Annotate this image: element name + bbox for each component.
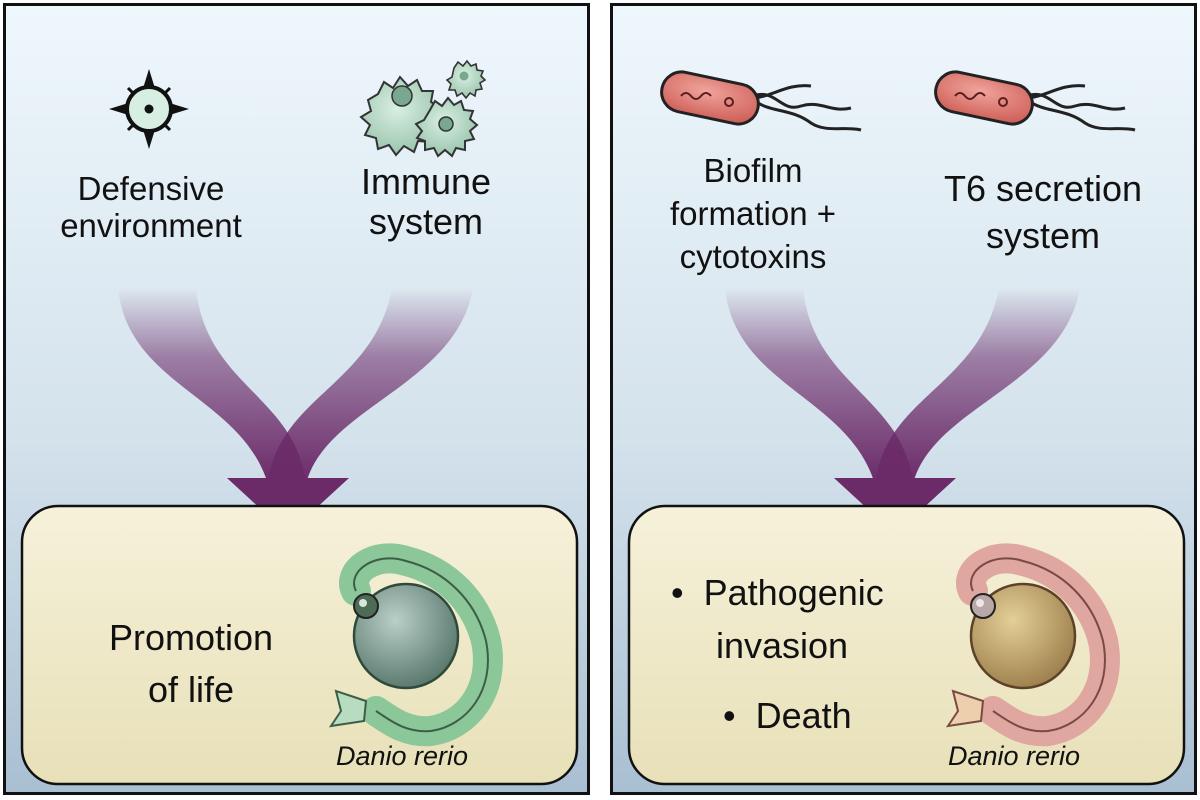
bullet-marker: •: [671, 572, 684, 613]
panel-background: [613, 6, 1194, 792]
bacterium-icon: [660, 70, 862, 132]
label-line: system: [985, 214, 1100, 256]
outcome-line: of life: [147, 669, 235, 711]
label-line: Defensive: [77, 170, 225, 207]
label-line: environment: [60, 206, 242, 244]
t6-secretion-label: T6 secretion system: [918, 166, 1168, 260]
zebrafish-larva-illustration: [328, 543, 503, 747]
immune-cells-icon: [359, 59, 487, 158]
panel-background: [6, 6, 587, 792]
outcome-line: invasion: [716, 625, 849, 666]
species-label: Danio rerio: [336, 741, 469, 771]
outcome-line: Promotion: [108, 617, 274, 658]
label-line: formation +: [670, 194, 836, 232]
outcome-bullet-death: • Death: [723, 696, 852, 736]
species-label: Danio rerio: [948, 741, 1081, 771]
bacterium-icon: [934, 70, 1136, 132]
zebrafish-larva-illustration: [945, 543, 1120, 747]
panel-healthy: Defensive environment Immune system Prom…: [3, 3, 590, 795]
label-line: Immune: [360, 161, 492, 202]
defensive-environment-label: Defensive environment: [51, 170, 251, 245]
bullet-marker: •: [723, 695, 736, 736]
defensive-environment-icon: [109, 69, 189, 149]
label-line: cytotoxins: [679, 237, 827, 275]
outcome-line: Death: [755, 695, 852, 736]
label-line: system: [368, 201, 483, 243]
biofilm-label: Biofilm formation + cytotoxins: [653, 150, 853, 279]
label-line: T6 secretion: [943, 168, 1143, 209]
outcome-bullet-pathogenic: • Pathogenic: [671, 573, 884, 613]
panel-pathogenic: Biofilm formation + cytotoxins T6 secret…: [610, 3, 1197, 795]
label-line: Biofilm: [703, 152, 803, 189]
outcome-line: Pathogenic: [703, 572, 884, 613]
outcome-line-invasion: invasion: [716, 626, 848, 666]
outcome-text: Promotion of life: [76, 612, 306, 716]
immune-system-label: Immune system: [336, 161, 516, 243]
